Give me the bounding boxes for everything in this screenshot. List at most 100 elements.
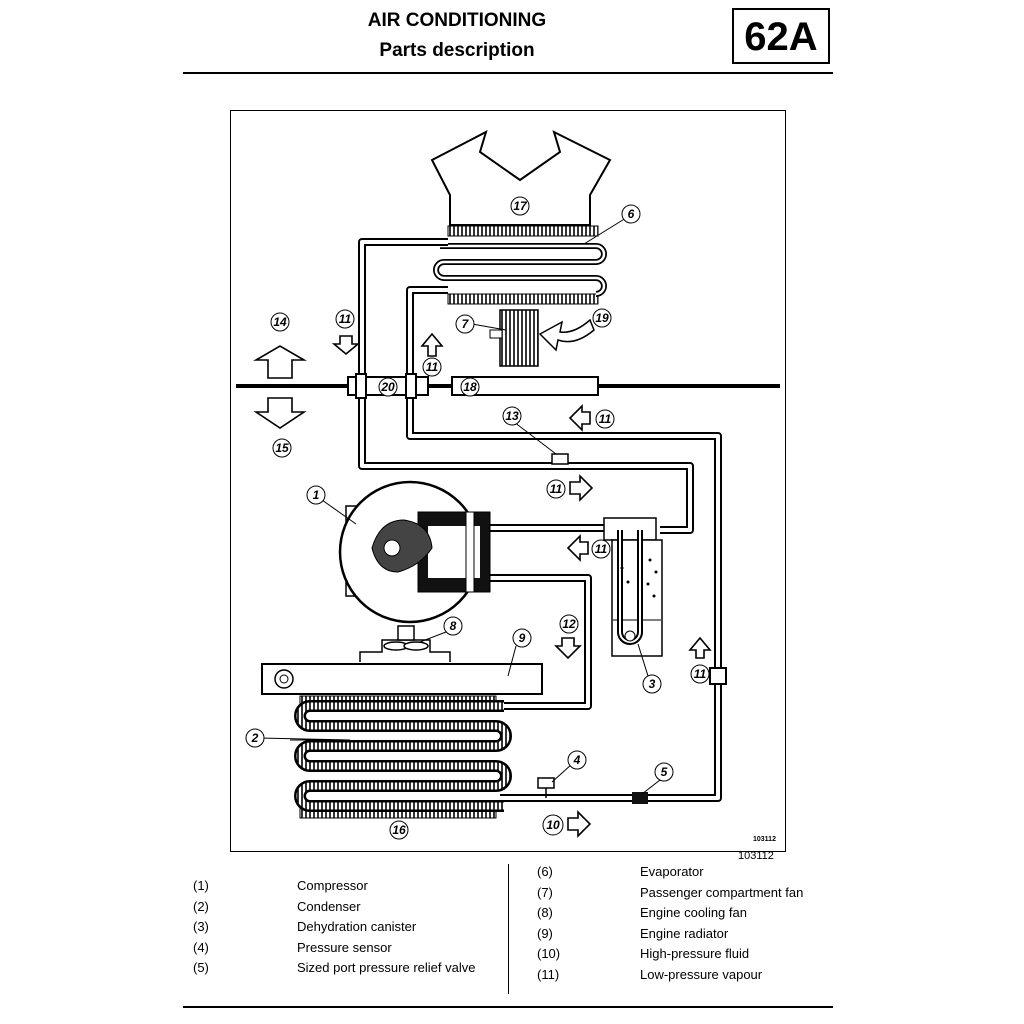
legend-number: (1) — [193, 878, 209, 893]
callout-8: 8 — [443, 616, 463, 636]
legend-number: (4) — [193, 940, 209, 955]
callout-12: 12 — [559, 614, 579, 634]
low-pressure-switch — [551, 453, 569, 465]
compressor — [338, 480, 491, 624]
svg-text:16: 16 — [392, 823, 406, 837]
legend-number: (11) — [537, 967, 560, 982]
legend-label: Pressure sensor — [297, 940, 392, 955]
svg-text:11: 11 — [339, 312, 352, 326]
pressure-relief-valve — [632, 792, 648, 804]
svg-text:9: 9 — [519, 631, 526, 645]
svg-text:11: 11 — [694, 667, 707, 681]
svg-text:14: 14 — [273, 315, 287, 329]
callout-11e: 11 — [591, 539, 611, 559]
arrow-11b — [420, 332, 444, 357]
evaporator — [433, 225, 607, 305]
callout-10: 10 — [542, 814, 564, 836]
svg-text:6: 6 — [628, 207, 635, 221]
svg-text:10: 10 — [546, 818, 560, 832]
legend-number: (5) — [193, 960, 209, 975]
svg-text:4: 4 — [573, 753, 581, 767]
figure-number: 103112 — [738, 850, 774, 862]
legend-label: Evaporator — [640, 864, 704, 879]
condenser — [290, 695, 512, 819]
svg-text:3: 3 — [649, 677, 656, 691]
passenger-compartment-fan — [489, 309, 539, 367]
callout-16: 16 — [389, 820, 409, 840]
dehydration-canister — [603, 517, 663, 657]
page-title: AIR CONDITIONING — [367, 10, 547, 31]
legend-number: (9) — [537, 926, 553, 941]
air-outlet-arrow — [430, 130, 612, 226]
svg-text:11: 11 — [550, 482, 563, 496]
svg-text:8: 8 — [450, 619, 457, 633]
arrow-11e — [566, 534, 589, 562]
callout-18: 18 — [460, 377, 480, 397]
callout-6: 6 — [621, 204, 641, 224]
callout-2: 2 — [245, 728, 265, 748]
callout-11b: 11 — [422, 357, 442, 377]
legend-number: (7) — [537, 885, 553, 900]
legend-number: (10) — [537, 946, 561, 961]
legend-label: Low-pressure vapour — [640, 967, 763, 982]
page-subtitle: Parts description — [379, 40, 535, 61]
air-intake-arrow — [538, 318, 595, 352]
callout-5: 5 — [654, 762, 674, 782]
callout-11f: 11 — [690, 664, 710, 684]
pipe-fitting — [709, 667, 727, 685]
legend-number: (3) — [193, 919, 209, 934]
svg-text:11: 11 — [599, 412, 612, 426]
legend-label: High-pressure fluid — [640, 946, 750, 961]
arrow-11d — [569, 474, 594, 502]
callout-13: 13 — [502, 406, 522, 426]
header-rule — [183, 72, 833, 74]
diagram-frame — [230, 110, 786, 852]
svg-text:13: 13 — [505, 409, 519, 423]
arrow-10 — [567, 810, 592, 838]
callout-3: 3 — [642, 674, 662, 694]
svg-text:20: 20 — [380, 380, 395, 394]
svg-text:12: 12 — [562, 617, 576, 631]
leader-lines — [259, 217, 661, 795]
arrow-14 — [253, 345, 307, 379]
callout-11d: 11 — [546, 479, 566, 499]
engine-cooling-fan — [359, 625, 451, 662]
legend-divider — [508, 864, 509, 994]
svg-text:2: 2 — [251, 731, 259, 745]
callout-7: 7 — [455, 314, 475, 334]
arrow-15 — [253, 397, 307, 429]
callout-11c: 11 — [595, 409, 615, 429]
legend-number: (2) — [193, 899, 209, 914]
flow-arrows — [253, 332, 712, 838]
svg-text:5: 5 — [661, 765, 668, 779]
callouts: 1 2 3 4 5 6 7 8 9 10 11 11 11 11 11 11 1… — [245, 196, 710, 840]
arrow-11a — [331, 335, 361, 356]
legend-label: Engine cooling fan — [640, 905, 747, 920]
callout-20: 20 — [378, 377, 398, 397]
figure-number-inner: 103112 — [753, 836, 776, 843]
svg-text:11: 11 — [595, 542, 608, 556]
legend-number: (8) — [537, 905, 553, 920]
arrow-11f — [688, 636, 712, 659]
svg-text:18: 18 — [463, 380, 477, 394]
callout-14: 14 — [270, 312, 290, 332]
callout-4: 4 — [567, 750, 587, 770]
legend-label: Engine radiator — [640, 926, 729, 941]
callout-15: 15 — [272, 438, 292, 458]
svg-text:19: 19 — [595, 311, 609, 325]
arrow-11c — [568, 404, 591, 432]
callout-9: 9 — [512, 628, 532, 648]
legend-label: Passenger compartment fan — [640, 885, 804, 900]
legend-label: Compressor — [297, 878, 368, 893]
arrow-12 — [554, 637, 582, 660]
svg-text:1: 1 — [313, 488, 320, 502]
legend-label: Condenser — [297, 899, 361, 914]
legend-label: Sized port pressure relief valve — [297, 960, 476, 975]
svg-text:17: 17 — [513, 199, 528, 213]
legend-label: Dehydration canister — [297, 919, 417, 934]
callout-17: 17 — [510, 196, 530, 216]
callout-1: 1 — [306, 485, 326, 505]
bulkhead-seal — [451, 376, 599, 396]
section-code-box: 62A — [732, 8, 830, 64]
